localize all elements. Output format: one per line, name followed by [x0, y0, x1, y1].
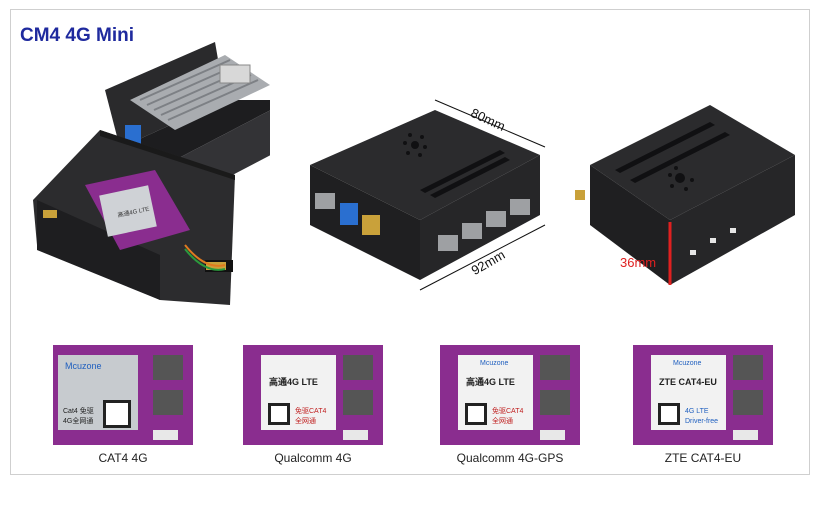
module-zte-board: Mcuzone ZTE CAT4-EU 4G LTE Driver-free: [633, 345, 773, 445]
height-dimension-label: 36mm: [620, 255, 657, 270]
module-qualcomm-board: 高通4G LTE 免驱CAT4 全网通: [243, 345, 383, 445]
module-qualcomm-line-1: 免驱CAT4: [295, 406, 326, 415]
closed-case-front-photo: [310, 99, 546, 291]
module-zte-line-1: 4G LTE: [685, 408, 709, 415]
module-qualcomm-gps-board: Mcuzone 高通4G LTE 免驱CAT4 全网通: [440, 345, 580, 445]
module-qualcomm-gps-title: 高通4G LTE: [466, 376, 515, 387]
module-cat4-board: Mcuzone Cat4 免驱 4G全网通: [53, 345, 193, 445]
module-qualcomm-gps-brand: Mcuzone: [480, 360, 509, 367]
module-qualcomm-gps-caption: Qualcomm 4G-GPS: [456, 451, 564, 465]
module-zte-caption: ZTE CAT4-EU: [664, 451, 742, 465]
open-case-photo: 高通4G LTE: [33, 42, 270, 305]
module-zte-line-2: Driver-free: [685, 418, 718, 425]
module-cat4-line-1: Cat4 免驱: [63, 406, 94, 415]
module-qualcomm-title: 高通4G LTE: [269, 376, 318, 387]
module-cat4-brand: Mcuzone: [65, 361, 102, 371]
closed-case-rear-photo: [575, 105, 795, 285]
product-title: CM4 4G Mini: [20, 25, 135, 46]
module-zte-title: ZTE CAT4-EU: [659, 377, 717, 387]
module-qualcomm-caption: Qualcomm 4G: [274, 451, 352, 465]
module-qualcomm-line-2: 全网通: [295, 416, 316, 425]
module-zte-brand: Mcuzone: [673, 360, 702, 367]
module-qualcomm-gps-line-2: 全网通: [492, 416, 513, 425]
module-cat4-line-2: 4G全网通: [63, 416, 93, 425]
module-qualcomm-gps-line-1: 免驱CAT4: [492, 406, 523, 415]
module-cat4-caption: CAT4 4G: [98, 451, 148, 465]
